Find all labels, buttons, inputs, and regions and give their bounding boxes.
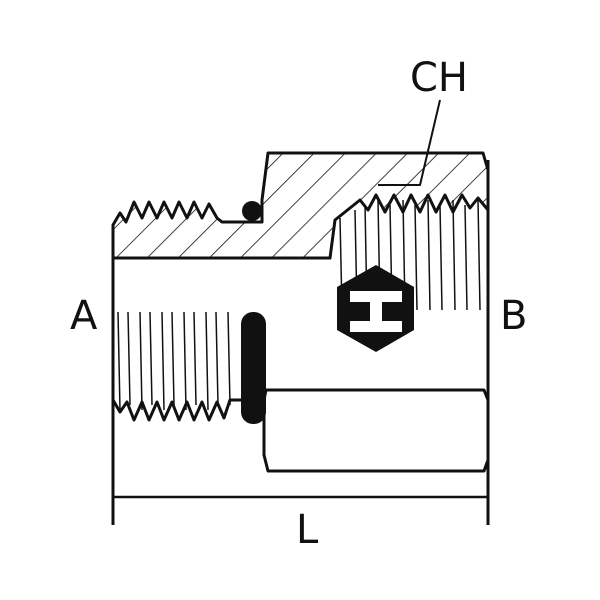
o-ring [241,312,266,424]
label-a: A [70,293,98,339]
internal-thread [339,199,481,311]
label-l: L [296,507,319,553]
label-b: B [500,293,528,339]
seal-ring-dot [242,201,262,221]
hatched-section [111,151,490,260]
external-thread [111,311,242,422]
ch-leader [378,99,441,186]
hex-logo-icon [337,265,414,352]
lower-body [262,388,490,473]
label-ch: CH [410,55,469,101]
